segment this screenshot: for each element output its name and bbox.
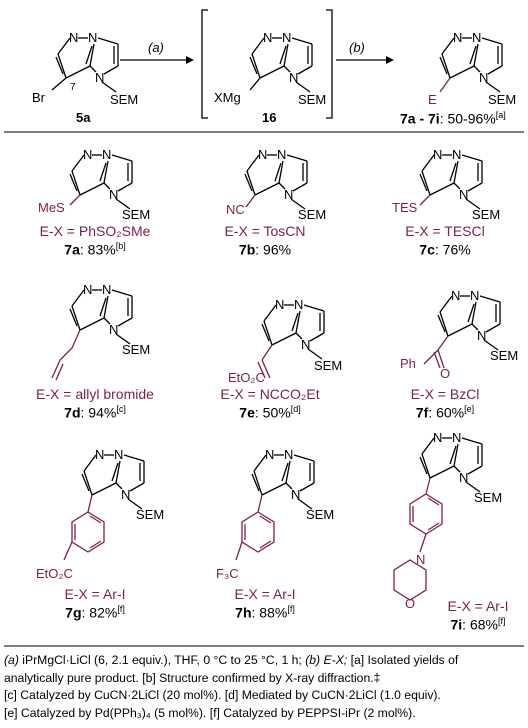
entry-7e-sem: SEM [314, 358, 343, 373]
entry-7i-sem: SEM [474, 490, 503, 505]
entry-7h-substituent: F₃C [216, 566, 239, 581]
entry-7i-morpholine-n: N [416, 552, 426, 567]
footnote-line-4: [e] Catalyzed by Pd(PPh₃)₄ (5 mol%). [f]… [4, 705, 416, 720]
entry-7e-substituent: EtO₂C [228, 370, 265, 385]
entry-7b-sem: SEM [298, 207, 327, 222]
product-e: E [428, 92, 437, 107]
arrow-a-label: (a) [148, 40, 164, 55]
entry-7g-yield: 7g: 82%[f] [65, 604, 125, 621]
footnote-line-2: analytically pure product. [b] Structure… [4, 670, 381, 685]
entry-7b-substituent: NC [226, 202, 245, 217]
entry-7c-reagent: E-X = TESCl [405, 223, 485, 239]
entry-7i-yield: 7i: 68%[f] [450, 616, 506, 633]
footnote-line-3: [c] Catalyzed by CuCN·2LiCl (20 mol%). [… [4, 688, 441, 702]
entry-7i-morpholine-o: O [405, 596, 416, 611]
product-sem: SEM [488, 92, 517, 107]
entry-7c-sem: SEM [472, 207, 501, 222]
entry-7g-reagent: E-X = Ar-I [64, 586, 126, 602]
start-position: 7 [70, 82, 76, 93]
entry-7i-reagent: E-X = Ar-I [447, 598, 509, 614]
entry-7g-sem: SEM [136, 507, 165, 522]
product-yield: 7a - 7i: 50-96%[a] [400, 110, 506, 127]
entry-7f-reagent: E-X = BzCl [410, 386, 480, 402]
entry-7f-yield: 7f: 60%[e] [415, 404, 475, 421]
entry-7b-yield: 7b: 96% [238, 241, 292, 258]
entry-7a-substituent: MeS [38, 200, 65, 215]
intermediate-sem: SEM [298, 92, 327, 107]
entry-7c-substituent: TES [392, 200, 418, 215]
entry-7a-reagent: E-X = PhSO₂SMe [39, 223, 151, 239]
entry-7e-reagent: E-X = NCCO₂Et [220, 386, 320, 402]
scheme-footnote: (a) iPrMgCl·LiCl (6, 2.1 equiv.), THF, 0… [4, 652, 524, 722]
entry-7f-carbonyl-o: O [440, 366, 451, 381]
entry-7f-substituent: Ph [400, 356, 416, 371]
start-id: 5a [76, 110, 91, 125]
start-sem: SEM [110, 92, 139, 107]
arrow-b-label: (b) [349, 40, 365, 55]
entry-7d-sem: SEM [122, 342, 151, 357]
entry-7b-reagent: E-X = TosCN [224, 223, 306, 239]
entry-7f-sem: SEM [490, 348, 519, 363]
entry-7g-substituent: EtO₂C [36, 566, 73, 581]
entry-7d-reagent: E-X = allyl bromide [36, 386, 154, 402]
entry-7e-yield: 7e: 50%[d] [239, 404, 301, 421]
entry-7a-sem: SEM [122, 207, 151, 222]
start-br: Br [32, 90, 45, 105]
entry-7h-yield: 7h: 88%[f] [235, 604, 295, 621]
entry-7h-sem: SEM [306, 507, 335, 522]
entry-7d-yield: 7d: 94%[c] [64, 404, 126, 421]
intermediate-id: 16 [262, 110, 277, 125]
entry-7h-reagent: E-X = Ar-I [234, 586, 296, 602]
intermediate-xmg: XMg [214, 90, 241, 105]
footnote-line-1: (a) iPrMgCl·LiCl (6, 2.1 equiv.), THF, 0… [4, 653, 459, 667]
entry-7a-yield: 7a: 83%[b] [64, 241, 126, 258]
entry-7c-yield: 7c: 76% [419, 241, 471, 258]
